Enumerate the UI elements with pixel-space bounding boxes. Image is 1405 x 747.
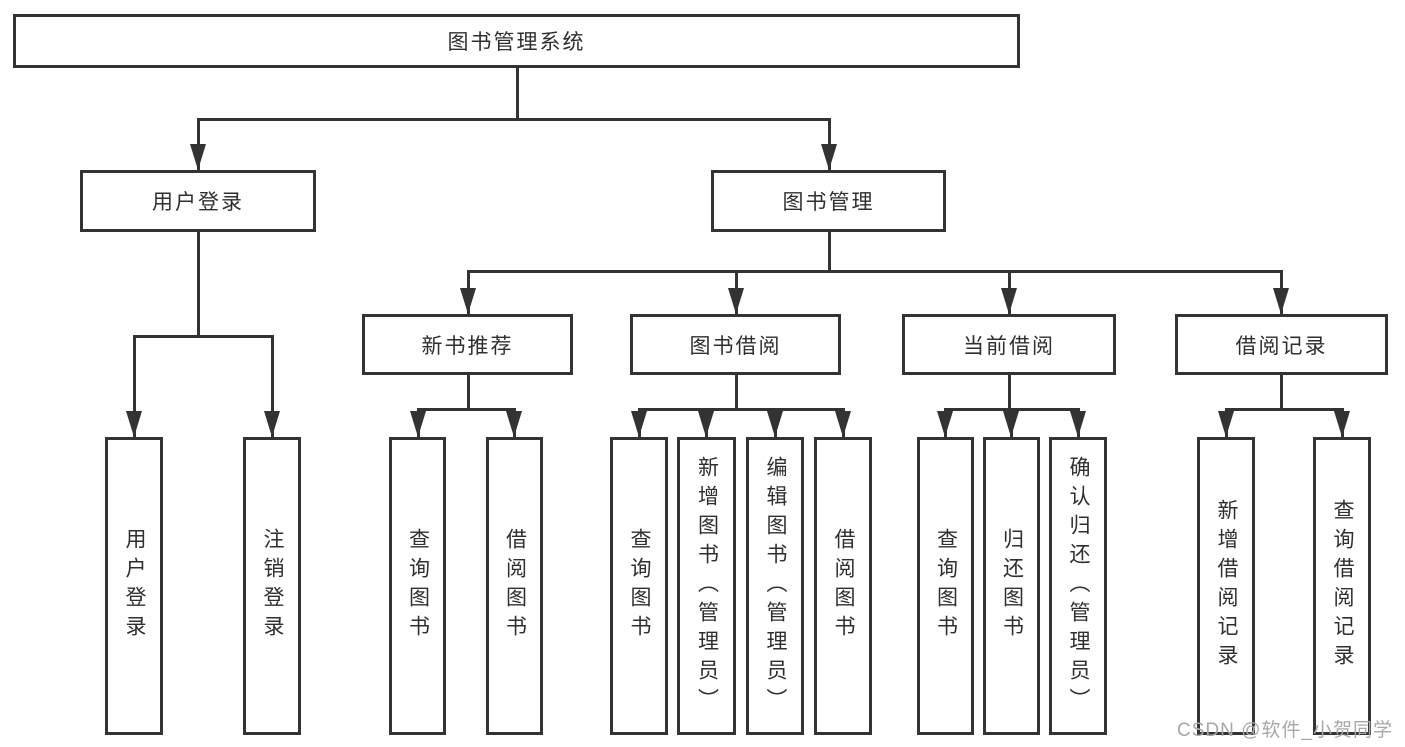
connector-book-mgmt-stem xyxy=(827,232,831,273)
leaf-edit-books-admin: 编辑图书（管理员） xyxy=(746,437,804,735)
connector-stem xyxy=(466,375,470,411)
connector-rail xyxy=(1224,408,1344,411)
leaf-return-books: 归还图书 xyxy=(983,437,1040,735)
leaf-add-books-admin: 新增图书（管理员） xyxy=(677,437,736,735)
leaf-logout: 注销登录 xyxy=(243,437,301,735)
leaf-query-books: 查询图书 xyxy=(610,437,668,735)
leaf-query-borrow-record: 查询借阅记录 xyxy=(1313,437,1371,735)
arrowhead-down xyxy=(1218,408,1234,437)
node-user-login: 用户登录 xyxy=(80,170,316,232)
node-library-system: 图书管理系统 xyxy=(13,14,1020,68)
node-book-management: 图书管理 xyxy=(711,170,946,232)
leaf-borrow-books: 借阅图书 xyxy=(814,437,872,735)
arrowhead-down xyxy=(1070,408,1086,437)
arrowhead-down xyxy=(1001,270,1017,314)
connector-level2-rail xyxy=(196,118,831,121)
connector-user-login-rail xyxy=(132,335,274,338)
arrowhead-down xyxy=(190,118,206,170)
leaf-user-login: 用户登录 xyxy=(105,437,163,735)
arrowhead-down xyxy=(1334,408,1350,437)
connector-rail xyxy=(637,408,845,411)
arrowhead-down xyxy=(937,408,953,437)
node-current-borrow: 当前借阅 xyxy=(902,314,1116,375)
arrowhead-down xyxy=(460,270,476,314)
arrowhead-down xyxy=(506,408,522,437)
arrowhead-down xyxy=(698,408,714,437)
connector-stem xyxy=(734,375,738,411)
leaf-confirm-return-admin: 确认归还（管理员） xyxy=(1049,437,1107,735)
csdn-watermark: CSDN @软件_小贺同学 xyxy=(1177,720,1393,741)
arrowhead-down xyxy=(1003,408,1019,437)
arrowhead-down xyxy=(1273,270,1289,314)
connector-rail xyxy=(416,408,516,411)
leaf-add-borrow-record: 新增借阅记录 xyxy=(1197,437,1255,735)
arrowhead-down xyxy=(410,408,426,437)
leaf-query-books: 查询图书 xyxy=(917,437,974,735)
node-book-borrow: 图书借阅 xyxy=(630,314,841,375)
leaf-borrow-books: 借阅图书 xyxy=(486,437,543,735)
arrowhead-down xyxy=(835,408,851,437)
arrowhead-down xyxy=(767,408,783,437)
arrowhead-down xyxy=(631,408,647,437)
leaf-query-books: 查询图书 xyxy=(389,437,446,735)
connector-level3-rail xyxy=(466,270,1283,273)
arrowhead-down xyxy=(126,335,142,437)
node-new-book-recommend: 新书推荐 xyxy=(362,314,573,375)
node-borrow-records: 借阅记录 xyxy=(1175,314,1388,375)
connector-user-login-stem xyxy=(196,232,200,338)
connector-stem xyxy=(1007,375,1011,411)
arrowhead-down xyxy=(821,118,837,170)
arrowhead-down xyxy=(728,270,744,314)
connector-root-stem xyxy=(515,68,519,121)
arrowhead-down xyxy=(264,335,280,437)
connector-stem xyxy=(1279,375,1283,411)
